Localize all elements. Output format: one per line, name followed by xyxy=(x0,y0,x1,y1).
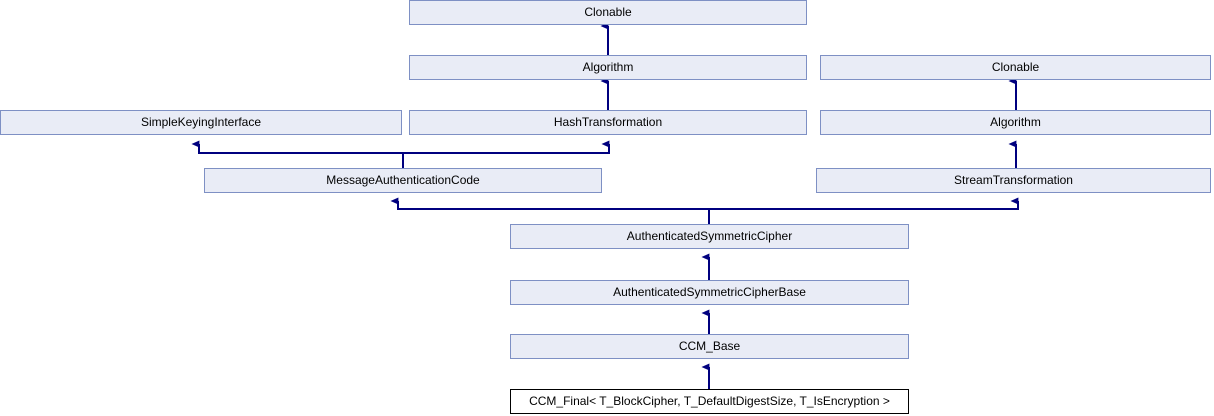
class-node-streamtransformation[interactable]: StreamTransformation xyxy=(816,168,1211,193)
class-node-clonable-right[interactable]: Clonable xyxy=(820,55,1211,80)
class-node-hashtransformation[interactable]: HashTransformation xyxy=(409,110,807,135)
edge-asc-to-streamtransformation xyxy=(709,197,1019,210)
class-node-algorithm-left[interactable]: Algorithm xyxy=(409,55,807,80)
class-node-clonable-top[interactable]: Clonable xyxy=(409,0,807,25)
edge-mac-to-hashtransformation xyxy=(403,140,610,154)
class-node-algorithm-right[interactable]: Algorithm xyxy=(820,110,1211,135)
edge-mac-to-simplekeyinginterface xyxy=(191,140,404,168)
class-node-simplekeyinginterface[interactable]: SimpleKeyingInterface xyxy=(0,110,402,135)
class-node-ccm-final[interactable]: CCM_Final< T_BlockCipher, T_DefaultDiges… xyxy=(510,389,909,414)
edge-asc-to-mac xyxy=(390,197,710,224)
class-node-authenticatedsymmetriccipherbase[interactable]: AuthenticatedSymmetricCipherBase xyxy=(510,280,909,305)
class-node-ccm-base[interactable]: CCM_Base xyxy=(510,334,909,359)
class-node-messageauthenticationcode[interactable]: MessageAuthenticationCode xyxy=(204,168,602,193)
class-node-authenticatedsymmetriccipher[interactable]: AuthenticatedSymmetricCipher xyxy=(510,224,909,249)
